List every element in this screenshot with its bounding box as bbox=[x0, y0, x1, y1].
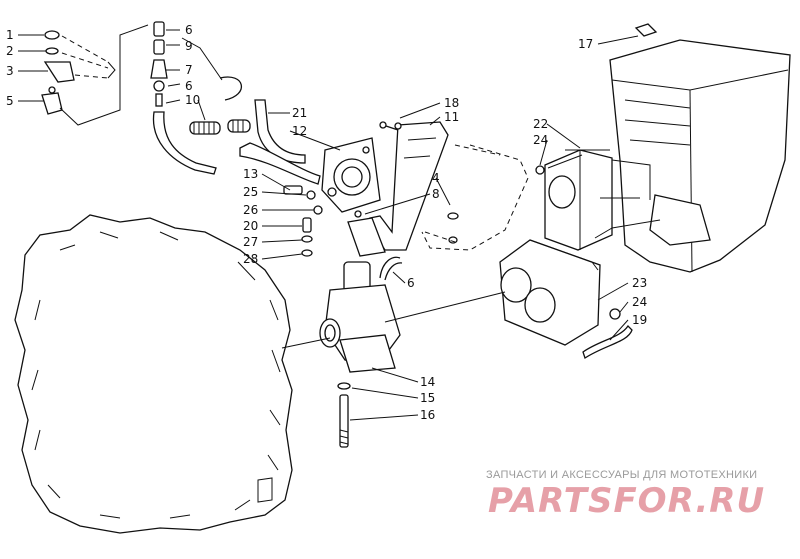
watermark: ЗАПЧАСТИ И АКСЕССУАРЫ ДЛЯ МОТОТЕХНИКИ PA… bbox=[486, 469, 765, 521]
callout-18: 18 bbox=[444, 96, 459, 110]
intake-silencer-lower bbox=[499, 239, 601, 346]
callout-24b: 24 bbox=[632, 295, 647, 309]
callout-7: 7 bbox=[185, 63, 193, 77]
callout-22: 22 bbox=[533, 117, 548, 131]
callout-2: 2 bbox=[6, 44, 14, 58]
callout-21: 21 bbox=[292, 106, 307, 120]
callout-6c: 6 bbox=[407, 276, 415, 290]
callout-28: 28 bbox=[243, 252, 258, 266]
watermark-tagline: ЗАПЧАСТИ И АКСЕССУАРЫ ДЛЯ МОТОТЕХНИКИ bbox=[486, 469, 757, 481]
carburetor bbox=[319, 256, 403, 373]
callout-11: 11 bbox=[444, 110, 459, 124]
callout-19: 19 bbox=[632, 313, 647, 327]
callout-14: 14 bbox=[420, 375, 435, 389]
callout-26: 26 bbox=[243, 203, 258, 217]
clamp-screw bbox=[609, 308, 621, 320]
springs bbox=[189, 119, 251, 135]
callout-16: 16 bbox=[420, 408, 435, 422]
callout-12: 12 bbox=[292, 124, 307, 138]
vent-fitting bbox=[394, 122, 402, 130]
callout-6b: 6 bbox=[185, 79, 193, 93]
callout-27: 27 bbox=[243, 235, 258, 249]
air-box-housing bbox=[609, 23, 791, 273]
frame-bracket-dashed bbox=[421, 144, 529, 251]
callout-6a: 6 bbox=[185, 23, 193, 37]
callout-3: 3 bbox=[6, 64, 14, 78]
callout-17: 17 bbox=[578, 37, 593, 51]
callout-20: 20 bbox=[243, 219, 258, 233]
fuel-fittings bbox=[150, 21, 243, 175]
callout-4: 4 bbox=[432, 171, 440, 185]
vent-hoses bbox=[239, 99, 321, 185]
fuel-pump bbox=[321, 137, 381, 213]
callout-8: 8 bbox=[432, 187, 440, 201]
callout-13: 13 bbox=[243, 167, 258, 181]
callout-15: 15 bbox=[420, 391, 435, 405]
callout-24a: 24 bbox=[533, 133, 548, 147]
assembly-lines bbox=[281, 149, 661, 349]
callout-5: 5 bbox=[6, 94, 14, 108]
callout-23: 23 bbox=[632, 276, 647, 290]
main-jet-parts bbox=[337, 382, 351, 448]
watermark-brand: PARTSFOR.RU bbox=[488, 481, 765, 521]
intake-silencer-upper bbox=[535, 149, 613, 251]
leader-lines bbox=[18, 29, 639, 421]
valve-assembly bbox=[41, 24, 149, 126]
fasteners bbox=[283, 185, 459, 257]
engine-outline bbox=[14, 214, 293, 534]
callout-10: 10 bbox=[185, 93, 200, 107]
hose-clamp bbox=[582, 324, 633, 360]
callout-1: 1 bbox=[6, 28, 14, 42]
callout-labels: 1 2 3 5 6 9 7 6 10 21 12 18 11 13 25 26 … bbox=[6, 23, 647, 422]
callout-25: 25 bbox=[243, 185, 258, 199]
callout-9: 9 bbox=[185, 39, 193, 53]
mounting-bracket bbox=[347, 121, 449, 257]
